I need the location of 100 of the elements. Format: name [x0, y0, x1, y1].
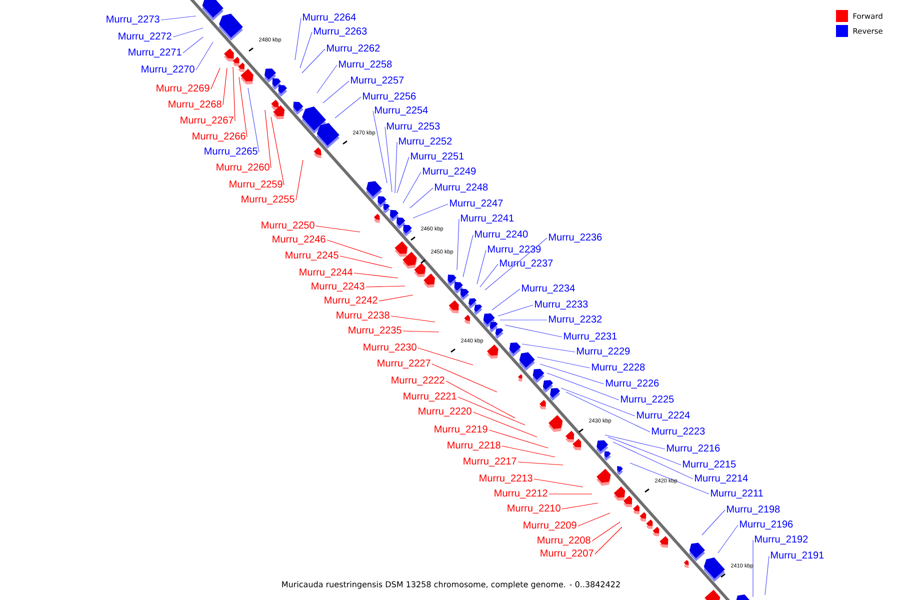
gene-label: Murru_2246 [272, 236, 326, 244]
gene-label: Murru_2272 [118, 32, 172, 42]
gene-label: Murru_2235 [348, 326, 402, 336]
gene-label: Murru_2233 [535, 300, 588, 310]
gene-label: Murru_2236 [549, 234, 602, 242]
leader-line [456, 218, 460, 270]
leader-line [412, 204, 448, 218]
leader-line [522, 344, 576, 352]
leader-line [592, 522, 620, 542]
leader-line [366, 286, 406, 288]
leader-line [472, 412, 538, 438]
leader-line [326, 240, 382, 258]
leader-line [410, 188, 434, 208]
leader-line [418, 348, 474, 366]
gene-label: Murru_2252 [399, 138, 452, 146]
gene-label: Murru_2243 [312, 282, 364, 292]
gene-label: Murru_2265 [204, 148, 258, 156]
leader-line [390, 316, 436, 322]
gene-label: Murru_2250 [262, 222, 314, 230]
leader-line [160, 16, 196, 20]
gene-label: Murru_2207 [540, 550, 594, 558]
leader-line [238, 76, 248, 138]
gene-label: Murru_2251 [411, 152, 464, 162]
leader-line [302, 48, 326, 74]
gene-label: Murru_2248 [435, 184, 488, 192]
leader-line [172, 28, 204, 38]
leader-line [316, 226, 360, 232]
leader-line [546, 372, 620, 400]
gene-label: Murru_2231 [564, 332, 617, 342]
gene-label: Murru_2218 [448, 442, 500, 450]
gene-label: Murru_2224 [637, 412, 690, 420]
leader-line [354, 272, 398, 278]
leader-line [432, 364, 498, 392]
gene-label: Murru_2192 [755, 536, 808, 544]
gene-label: Murru_2230 [364, 344, 416, 352]
gene-label: Murru_2228 [592, 364, 645, 372]
gene-label: Murru_2221 [404, 392, 456, 402]
gene-label: Murru_2259 [230, 180, 282, 190]
gene-label: Murru_2255 [242, 196, 294, 204]
leader-line [534, 478, 584, 488]
leader-line [476, 250, 486, 284]
leader-line [608, 436, 682, 466]
leader-line [752, 540, 754, 598]
gene-label: Murru_2234 [522, 284, 575, 294]
gene-label: Murru_2245 [286, 252, 338, 260]
leader-line [612, 442, 694, 480]
leader-line [630, 462, 710, 494]
leader-line [562, 502, 598, 510]
gene-label: Murru_2211 [711, 490, 763, 498]
gene-label: Murru_2214 [695, 474, 748, 484]
gene-label: Murru_2196 [740, 520, 793, 530]
gene-label: Murru_2271 [128, 48, 182, 58]
gene-label: Murru_2264 [303, 14, 356, 22]
leader-line [222, 68, 228, 106]
leader-line [536, 356, 590, 368]
leader-line [396, 156, 410, 194]
gene-label: Murru_2273 [106, 16, 160, 24]
gene-label: Murru_2212 [494, 490, 548, 498]
gene-label: Murru_2217 [464, 458, 516, 466]
gene-label: Murru_2210 [508, 504, 560, 514]
leader-line [402, 330, 440, 332]
leader-line [210, 68, 220, 90]
gene-label: Murru_2215 [683, 460, 736, 470]
leader-line [334, 96, 362, 118]
gene-label: Murru_2262 [327, 44, 380, 54]
leader-line [764, 556, 770, 596]
leader-line [578, 512, 610, 526]
gene-label: Murru_2229 [577, 348, 630, 356]
gene-label: Murru_2241 [461, 214, 514, 224]
gene-label: Murru_2257 [351, 76, 404, 86]
leader-line [604, 434, 666, 450]
gene-label: Murru_2238 [336, 312, 390, 320]
gene-label: Murru_2213 [480, 474, 532, 484]
gene-label: Murru_2266 [192, 132, 246, 142]
gene-label: Murru_2209 [524, 522, 576, 530]
gene-label: Murru_2247 [450, 200, 503, 208]
gene-label: Murru_2256 [363, 92, 416, 102]
gene-label: Murru_2222 [392, 376, 444, 386]
leader-line [394, 142, 398, 194]
leader-line [540, 364, 604, 384]
gene-label: Murru_2208 [538, 536, 590, 546]
leader-line [182, 36, 204, 54]
leader-line [270, 116, 284, 186]
gene-label: Murru_2219 [434, 426, 488, 434]
gene-label: Murru_2249 [423, 168, 476, 176]
gene-label: Murru_2260 [216, 164, 270, 172]
leader-line [322, 80, 350, 104]
gene-label: Murru_2226 [606, 380, 659, 388]
leader-line [248, 88, 260, 152]
gene-label: Murru_2225 [621, 396, 674, 404]
leader-line [378, 294, 414, 302]
leader-line [294, 18, 302, 60]
gene-label: Murru_2270 [142, 66, 194, 74]
leader-line [566, 392, 650, 432]
gene-label: Murru_2198 [727, 506, 780, 514]
leader-line [402, 172, 422, 204]
caption: Muricauda ruestringensis DSM 13258 chromosome, complete genome. - 0..3842422 [282, 581, 620, 589]
leader-line [458, 396, 526, 426]
leader-line [480, 264, 498, 288]
gene-label: Murru_2268 [168, 100, 222, 110]
